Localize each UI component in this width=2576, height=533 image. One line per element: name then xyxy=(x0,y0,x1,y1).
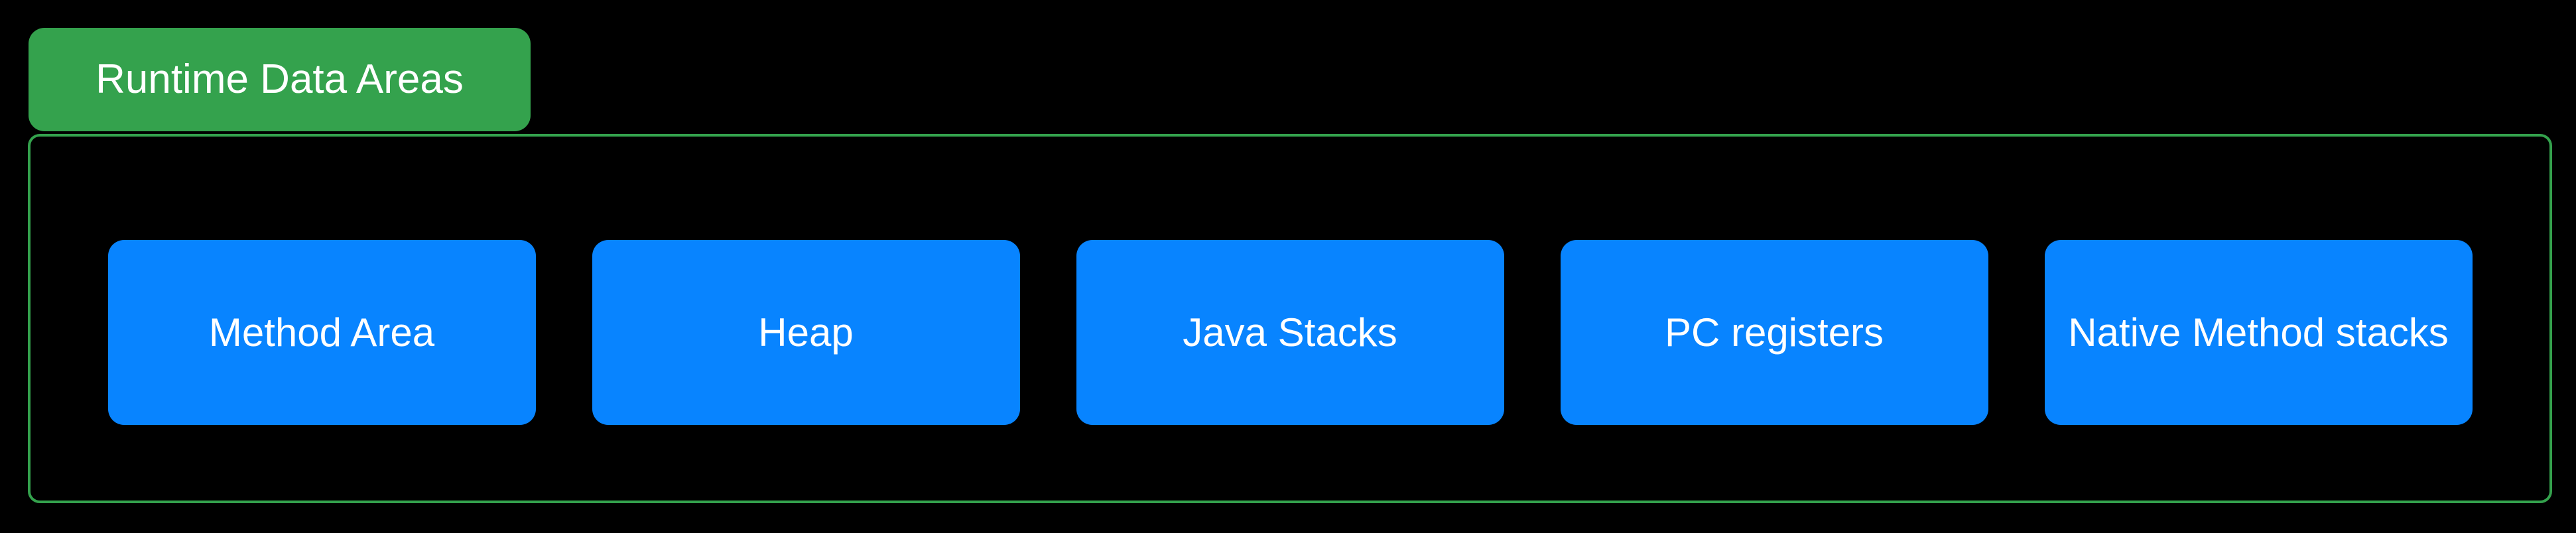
diagram-box-label: Java Stacks xyxy=(1183,310,1397,355)
runtime-data-areas-title: Runtime Data Areas xyxy=(96,56,464,102)
runtime-data-areas-tab: Runtime Data Areas xyxy=(29,28,531,131)
diagram-box-native-method-stacks: Native Method stacks xyxy=(2044,240,2473,425)
diagram-box-label: Native Method stacks xyxy=(2068,310,2449,355)
diagram-box-pc-registers: PC registers xyxy=(1560,240,1988,425)
diagram-box-label: PC registers xyxy=(1664,310,1884,355)
diagram-box-method-area: Method Area xyxy=(107,240,536,425)
diagram-box-java-stacks: Java Stacks xyxy=(1076,240,1504,425)
runtime-data-areas-container: Method Area Heap Java Stacks PC register… xyxy=(28,134,2552,503)
diagram-box-label: Method Area xyxy=(208,310,435,355)
diagram-box-heap: Heap xyxy=(592,240,1020,425)
diagram-box-label: Heap xyxy=(758,310,854,355)
